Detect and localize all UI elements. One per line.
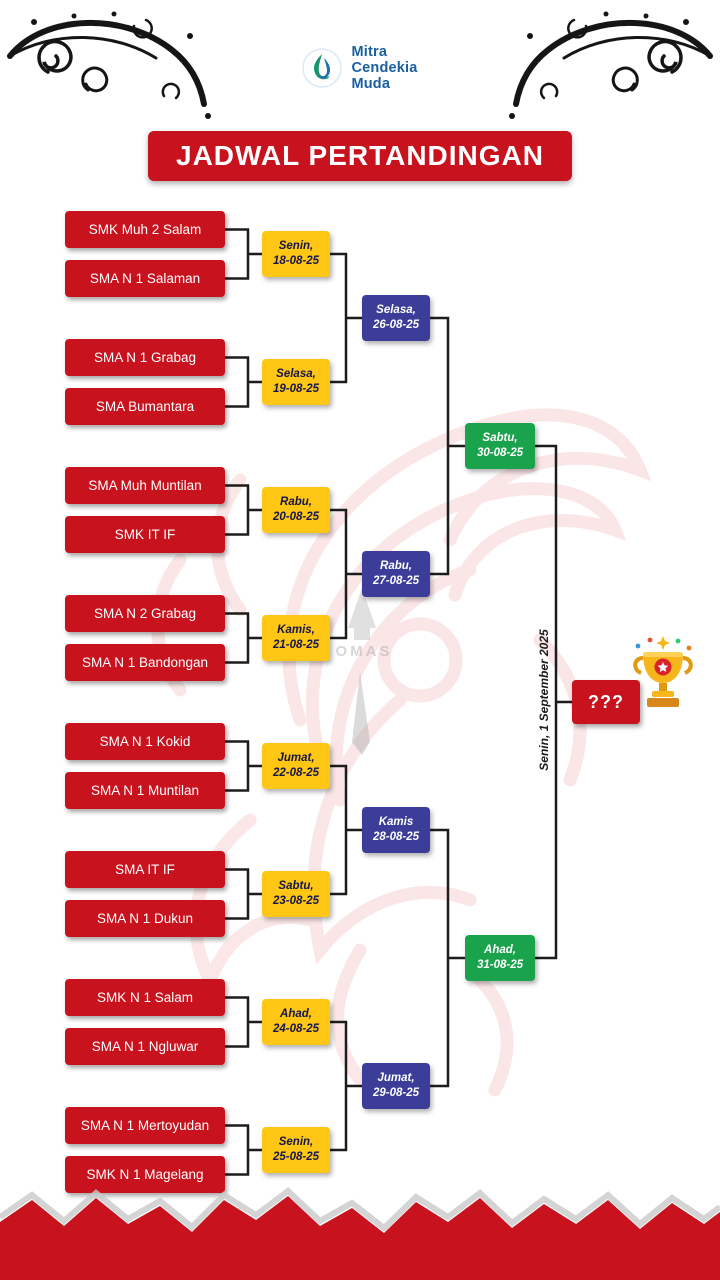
match-date: 20-08-25 <box>272 511 320 523</box>
round2-date-box: Selasa, 26-08-25 <box>362 295 430 341</box>
match-date: 25-08-25 <box>272 1151 320 1163</box>
team-box: SMA Bumantara <box>65 388 225 425</box>
round1-date-box: Selasa, 19-08-25 <box>262 359 330 405</box>
team-box: SMA N 1 Grabag <box>65 339 225 376</box>
round2-date-box: Rabu, 27-08-25 <box>362 551 430 597</box>
logo-icon <box>302 48 343 89</box>
match-day: Ahad, <box>484 944 516 957</box>
match-day: Selasa, <box>276 368 316 381</box>
team-box: SMA N 1 Bandongan <box>65 644 225 681</box>
final-date-label: Senin, 1 September 2025 <box>537 629 551 771</box>
page-title: JADWAL PERTANDINGAN <box>148 131 572 181</box>
team-box: SMA IT IF <box>65 851 225 888</box>
match-date: 28-08-25 <box>372 831 420 843</box>
team-box: SMA N 2 Grabag <box>65 595 225 632</box>
match-day: Jumat, <box>277 752 315 765</box>
match-date: 19-08-25 <box>272 383 320 395</box>
round1-date-box: Senin, 25-08-25 <box>262 1127 330 1173</box>
match-date: 27-08-25 <box>372 575 420 587</box>
round1-date-box: Jumat, 22-08-25 <box>262 743 330 789</box>
team-box: SMK IT IF <box>65 516 225 553</box>
match-day: Ahad, <box>280 1008 312 1021</box>
round1-date-box: Rabu, 20-08-25 <box>262 487 330 533</box>
round2-date-box: Jumat, 29-08-25 <box>362 1063 430 1109</box>
round1-date-box: Kamis, 21-08-25 <box>262 615 330 661</box>
team-box: SMA Muh Muntilan <box>65 467 225 504</box>
match-date: 31-08-25 <box>476 959 524 971</box>
team-box: SMA N 1 Kokid <box>65 723 225 760</box>
semifinal-date-box: Sabtu, 30-08-25 <box>465 423 535 469</box>
match-day: Kamis <box>378 816 414 829</box>
logo-line-1: Mitra <box>351 44 388 60</box>
round1-date-box: Senin, 18-08-25 <box>262 231 330 277</box>
match-date: 26-08-25 <box>372 319 420 331</box>
match-day: Rabu, <box>280 496 312 509</box>
round2-date-box: Kamis 28-08-25 <box>362 807 430 853</box>
team-box: SMA N 1 Mertoyudan <box>65 1107 225 1144</box>
round1-date-box: Ahad, 24-08-25 <box>262 999 330 1045</box>
round1-date-box: Sabtu, 23-08-25 <box>262 871 330 917</box>
match-date: 21-08-25 <box>272 639 320 651</box>
match-day: Kamis, <box>277 624 315 637</box>
champion-box: ??? <box>572 680 640 724</box>
logo-text: Mitra Cendekia Muda <box>351 44 417 93</box>
semifinal-date-box: Ahad, 31-08-25 <box>465 935 535 981</box>
svg-text:OMAS: OMAS <box>336 643 393 660</box>
match-day: Selasa, <box>376 304 416 317</box>
team-box: SMA N 1 Ngluwar <box>65 1028 225 1065</box>
match-date: 29-08-25 <box>372 1087 420 1099</box>
team-box: SMA N 1 Muntilan <box>65 772 225 809</box>
confetti <box>635 636 692 651</box>
torn-edge <box>0 1187 720 1280</box>
match-date: 30-08-25 <box>476 447 524 459</box>
logo: Mitra Cendekia Muda <box>0 44 720 93</box>
flourish-right-icon <box>509 11 713 119</box>
match-date: 18-08-25 <box>272 255 320 267</box>
match-day: Senin, <box>278 240 314 253</box>
match-date: 22-08-25 <box>272 767 320 779</box>
team-box: SMK N 1 Salam <box>65 979 225 1016</box>
team-box: SMA N 1 Dukun <box>65 900 225 937</box>
match-day: Senin, <box>278 1136 314 1149</box>
match-date: 24-08-25 <box>272 1023 320 1035</box>
match-day: Sabtu, <box>482 432 518 445</box>
team-box: SMA N 1 Salaman <box>65 260 225 297</box>
logo-line-3: Muda <box>351 76 391 93</box>
match-day: Sabtu, <box>278 880 314 893</box>
team-box: SMK N 1 Magelang <box>65 1156 225 1193</box>
match-day: Jumat, <box>377 1072 415 1085</box>
team-box: SMK Muh 2 Salam <box>65 211 225 248</box>
match-day: Rabu, <box>380 560 412 573</box>
flourish-left-icon <box>7 11 211 119</box>
logo-line-2: Cendekia <box>351 60 418 77</box>
match-date: 23-08-25 <box>272 895 320 907</box>
monument-watermark: OMAS <box>336 588 393 755</box>
